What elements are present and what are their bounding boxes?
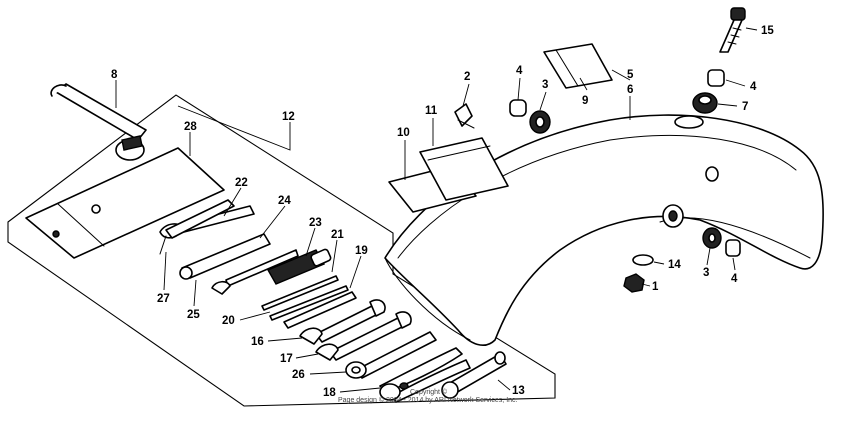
collar-part-lower <box>725 239 741 257</box>
callout-4-upper: 4 <box>516 65 523 77</box>
callout-labels: 1 2 3 3 4 4 4 5 6 7 8 9 10 11 12 13 14 1… <box>111 25 774 399</box>
copyright-watermark: Copyright © Page design © 2004 - 2014 by… <box>338 388 518 404</box>
callout-5: 5 <box>627 69 634 81</box>
fender-emblem-decal-upper <box>419 137 509 201</box>
callout-7: 7 <box>742 101 748 113</box>
tool-strap <box>50 83 147 161</box>
callout-24: 24 <box>278 195 291 207</box>
callout-1: 1 <box>652 281 659 293</box>
tool-bag <box>25 147 225 259</box>
callout-6: 6 <box>627 84 633 96</box>
callout-25: 25 <box>187 309 200 321</box>
copyright-line-2: Page design © 2004 - 2014 by ARI Network… <box>338 396 518 404</box>
callout-3-upper: 3 <box>542 79 548 91</box>
grommet-part-lower <box>702 227 722 249</box>
callout-4-lower: 4 <box>731 273 738 285</box>
tool-kit-frame <box>7 94 556 407</box>
callout-26: 26 <box>292 369 305 381</box>
callout-23: 23 <box>309 217 322 229</box>
fender-stripe-decal <box>543 43 613 89</box>
spark-plug-wrench-23 <box>266 248 332 285</box>
screwdriver-19 <box>283 291 357 329</box>
screwdriver-20 <box>269 285 349 321</box>
callout-10: 10 <box>397 127 410 139</box>
callout-15: 15 <box>761 25 774 37</box>
callout-19: 19 <box>355 245 368 257</box>
clip-part <box>454 103 475 129</box>
grommet-part-upper <box>529 110 551 134</box>
callout-8: 8 <box>111 69 118 81</box>
box-wrench-26 <box>345 331 437 379</box>
pin-spanner-27 <box>159 199 235 255</box>
socket-wrench-13 <box>441 351 507 399</box>
nut-part <box>623 273 645 293</box>
callout-14: 14 <box>668 259 681 271</box>
callout-28: 28 <box>184 121 197 133</box>
callout-17: 17 <box>280 353 293 365</box>
washer-part <box>632 254 654 266</box>
callout-27: 27 <box>157 293 170 305</box>
copyright-line-1: Copyright © <box>410 388 448 396</box>
callout-16: 16 <box>251 336 264 348</box>
callout-12: 12 <box>282 111 295 123</box>
screwdriver-21 <box>261 275 339 311</box>
callout-20: 20 <box>222 315 235 327</box>
callout-9: 9 <box>582 95 588 107</box>
callout-11: 11 <box>425 105 438 117</box>
pliers-18 <box>379 347 471 403</box>
callout-2: 2 <box>464 71 470 83</box>
callout-4-top: 4 <box>750 81 757 93</box>
callout-3-lower: 3 <box>703 267 709 279</box>
cushion-part <box>692 92 718 114</box>
leader-lines <box>115 27 758 393</box>
wrench-16 <box>299 299 386 345</box>
screwdriver-handle-25 <box>179 233 271 280</box>
callout-13: 13 <box>512 385 525 397</box>
bolt-part <box>719 7 746 53</box>
callout-18: 18 <box>323 387 336 399</box>
callout-22: 22 <box>235 177 248 189</box>
extension-bar-24 <box>211 249 299 295</box>
wrench-17 <box>315 311 412 361</box>
callout-21: 21 <box>331 229 344 241</box>
collar-part-upper <box>509 99 527 117</box>
collar-part-top <box>707 69 725 87</box>
